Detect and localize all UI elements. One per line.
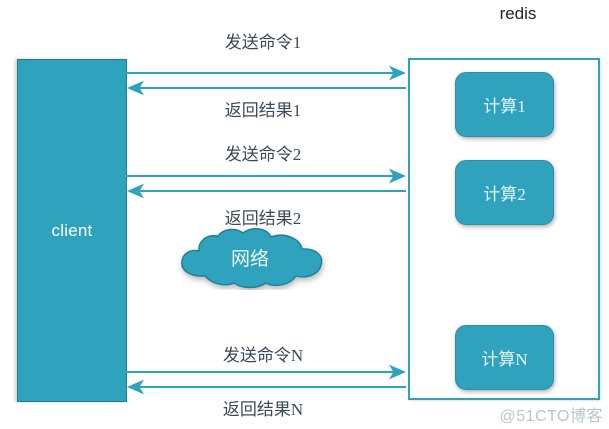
label-send-2: 发送命令2 [224, 145, 302, 164]
client-box: client [17, 59, 127, 402]
client-label: client [51, 220, 93, 240]
compute-box-1: 计算1 [455, 72, 554, 137]
compute-box-n: 计算N [455, 325, 554, 390]
label-return-n: 返回结果N [222, 400, 304, 419]
compute-box-2: 计算2 [455, 160, 554, 225]
label-send-n: 发送命令N [222, 346, 304, 365]
watermark: @51CTO博客 [499, 408, 603, 425]
redis-title: redis [499, 4, 537, 23]
network-cloud [172, 228, 328, 290]
label-return-1: 返回结果1 [224, 101, 302, 120]
label-return-2: 返回结果2 [224, 209, 302, 228]
network-label: 网络 [230, 249, 269, 270]
label-send-1: 发送命令1 [224, 33, 302, 52]
